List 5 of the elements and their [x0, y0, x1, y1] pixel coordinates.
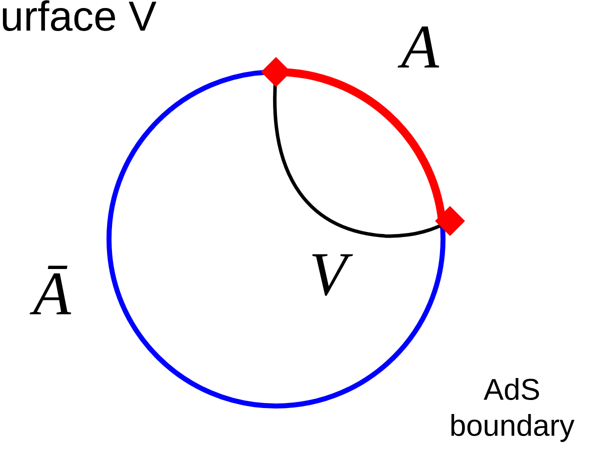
region-label: V — [312, 254, 353, 296]
boundary-label: AdS boundary — [451, 378, 574, 442]
region-label: Ā — [30, 266, 72, 314]
heading-text: urface V — [2, 0, 156, 31]
region-label: A — [398, 26, 440, 68]
